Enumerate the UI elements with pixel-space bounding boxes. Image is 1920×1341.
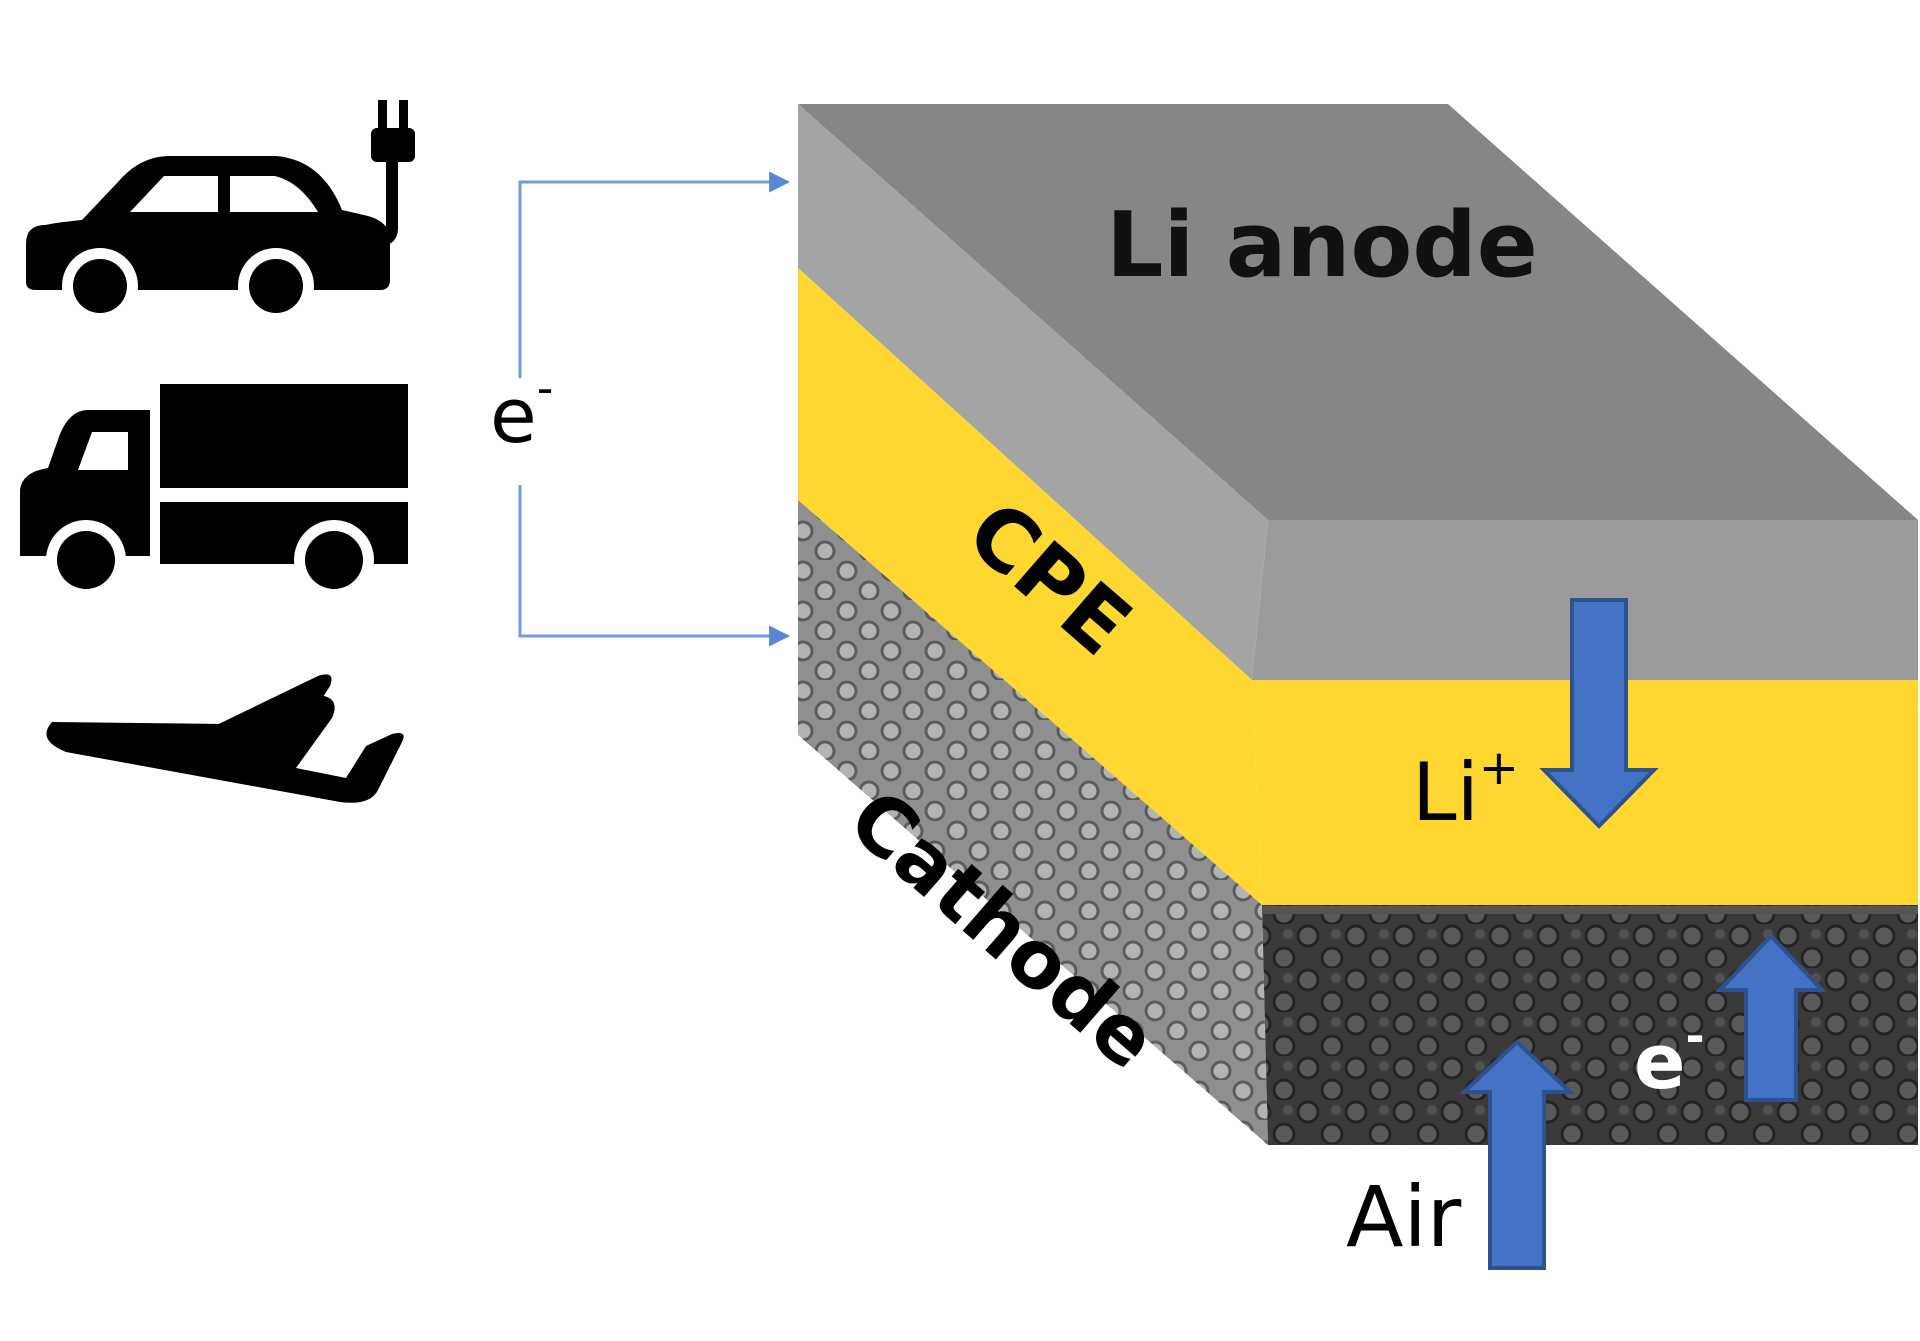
external-circuit: e- [480,171,791,647]
air-label: Air [1346,1168,1462,1266]
lithium-ion-arrow [1539,598,1659,829]
air-arrow [1458,1039,1576,1270]
cathode-electron-label: e- [1634,1009,1705,1106]
electric-car-icon [26,100,415,324]
cathode-front-face [1262,905,1918,1145]
anode-label: Li anode [1106,193,1538,298]
circuit-wire-bottom [518,485,791,647]
anode-top-face [798,104,1918,520]
cathode-electron-arrow [1715,933,1827,1102]
anode-side-face [798,104,1268,680]
circuit-electron-label: e- [490,361,553,460]
cathode-side-face [798,500,1268,1145]
lithium-ion-label: Li+ [1412,740,1519,839]
airplane-icon [46,674,404,803]
circuit-wire-top [518,171,791,480]
truck-icon [20,384,408,600]
electrolyte-side-face [798,268,1262,905]
